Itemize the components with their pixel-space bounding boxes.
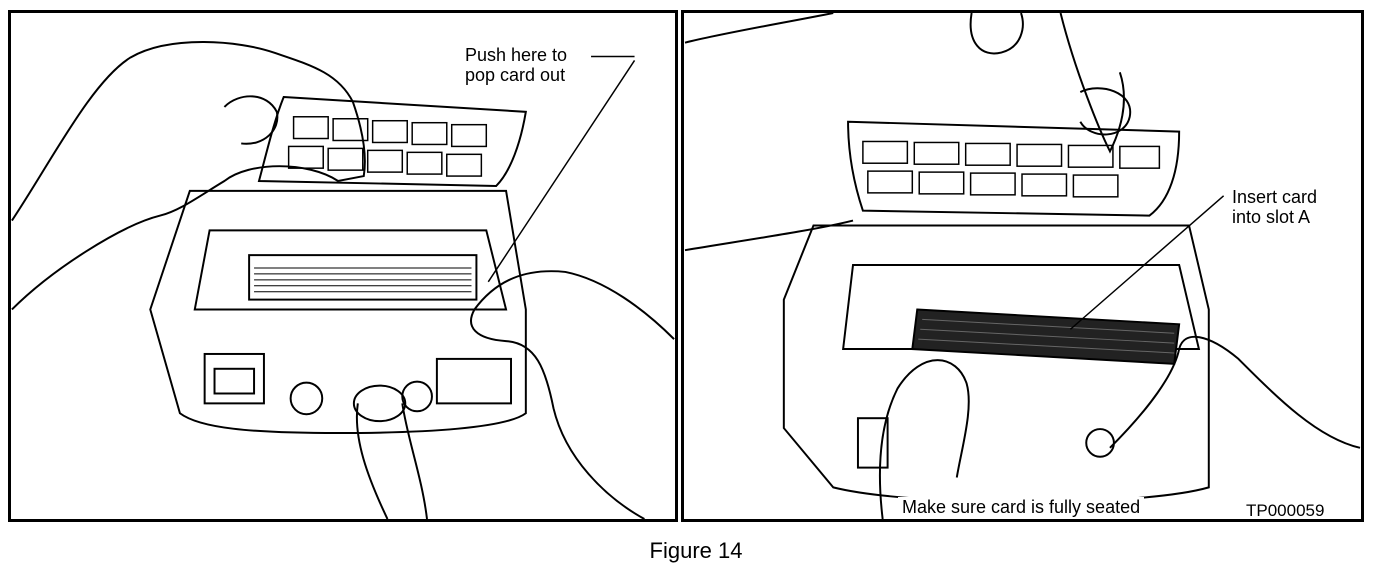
right-device-drawing [684, 13, 1361, 519]
lid-drawing [257, 95, 527, 187]
holding-hand-left-drawing [878, 359, 970, 519]
reference-code: TP000059 [1244, 501, 1327, 520]
left-arm-drawing [684, 13, 854, 252]
push-here-callout: Push here to pop card out [465, 45, 568, 85]
left-device-drawing [11, 41, 675, 519]
insert-card-callout: Insert card into slot A [1232, 187, 1318, 227]
inserted-card-drawing [911, 308, 1181, 365]
pushing-hand-drawing [470, 270, 675, 519]
right-callout-leader [1069, 195, 1225, 330]
holding-hand-right-drawing [1109, 335, 1361, 449]
fully-seated-caption: Make sure card is fully seated [898, 497, 1145, 517]
left-hand-drawing [11, 41, 366, 311]
lid-grille [287, 116, 488, 177]
device-body-drawing-right [782, 224, 1210, 504]
device-body-drawing [149, 189, 527, 435]
top-hand-drawing [969, 13, 1125, 154]
left-illustration-panel: Push here to pop card out [8, 10, 678, 522]
ethernet-port-drawing [203, 352, 265, 405]
card-slot-drawing [248, 254, 478, 301]
serial-port-drawing [435, 357, 512, 405]
screw-left-drawing [289, 381, 324, 416]
figure-caption: Figure 14 [649, 538, 743, 563]
cable-drawing [355, 403, 428, 519]
lid-drawing-right [847, 120, 1181, 217]
left-callout-leader [487, 60, 636, 283]
screw-right-drawing [401, 380, 433, 413]
right-illustration-panel: Insert card into slot A Make sure card i… [681, 10, 1364, 522]
